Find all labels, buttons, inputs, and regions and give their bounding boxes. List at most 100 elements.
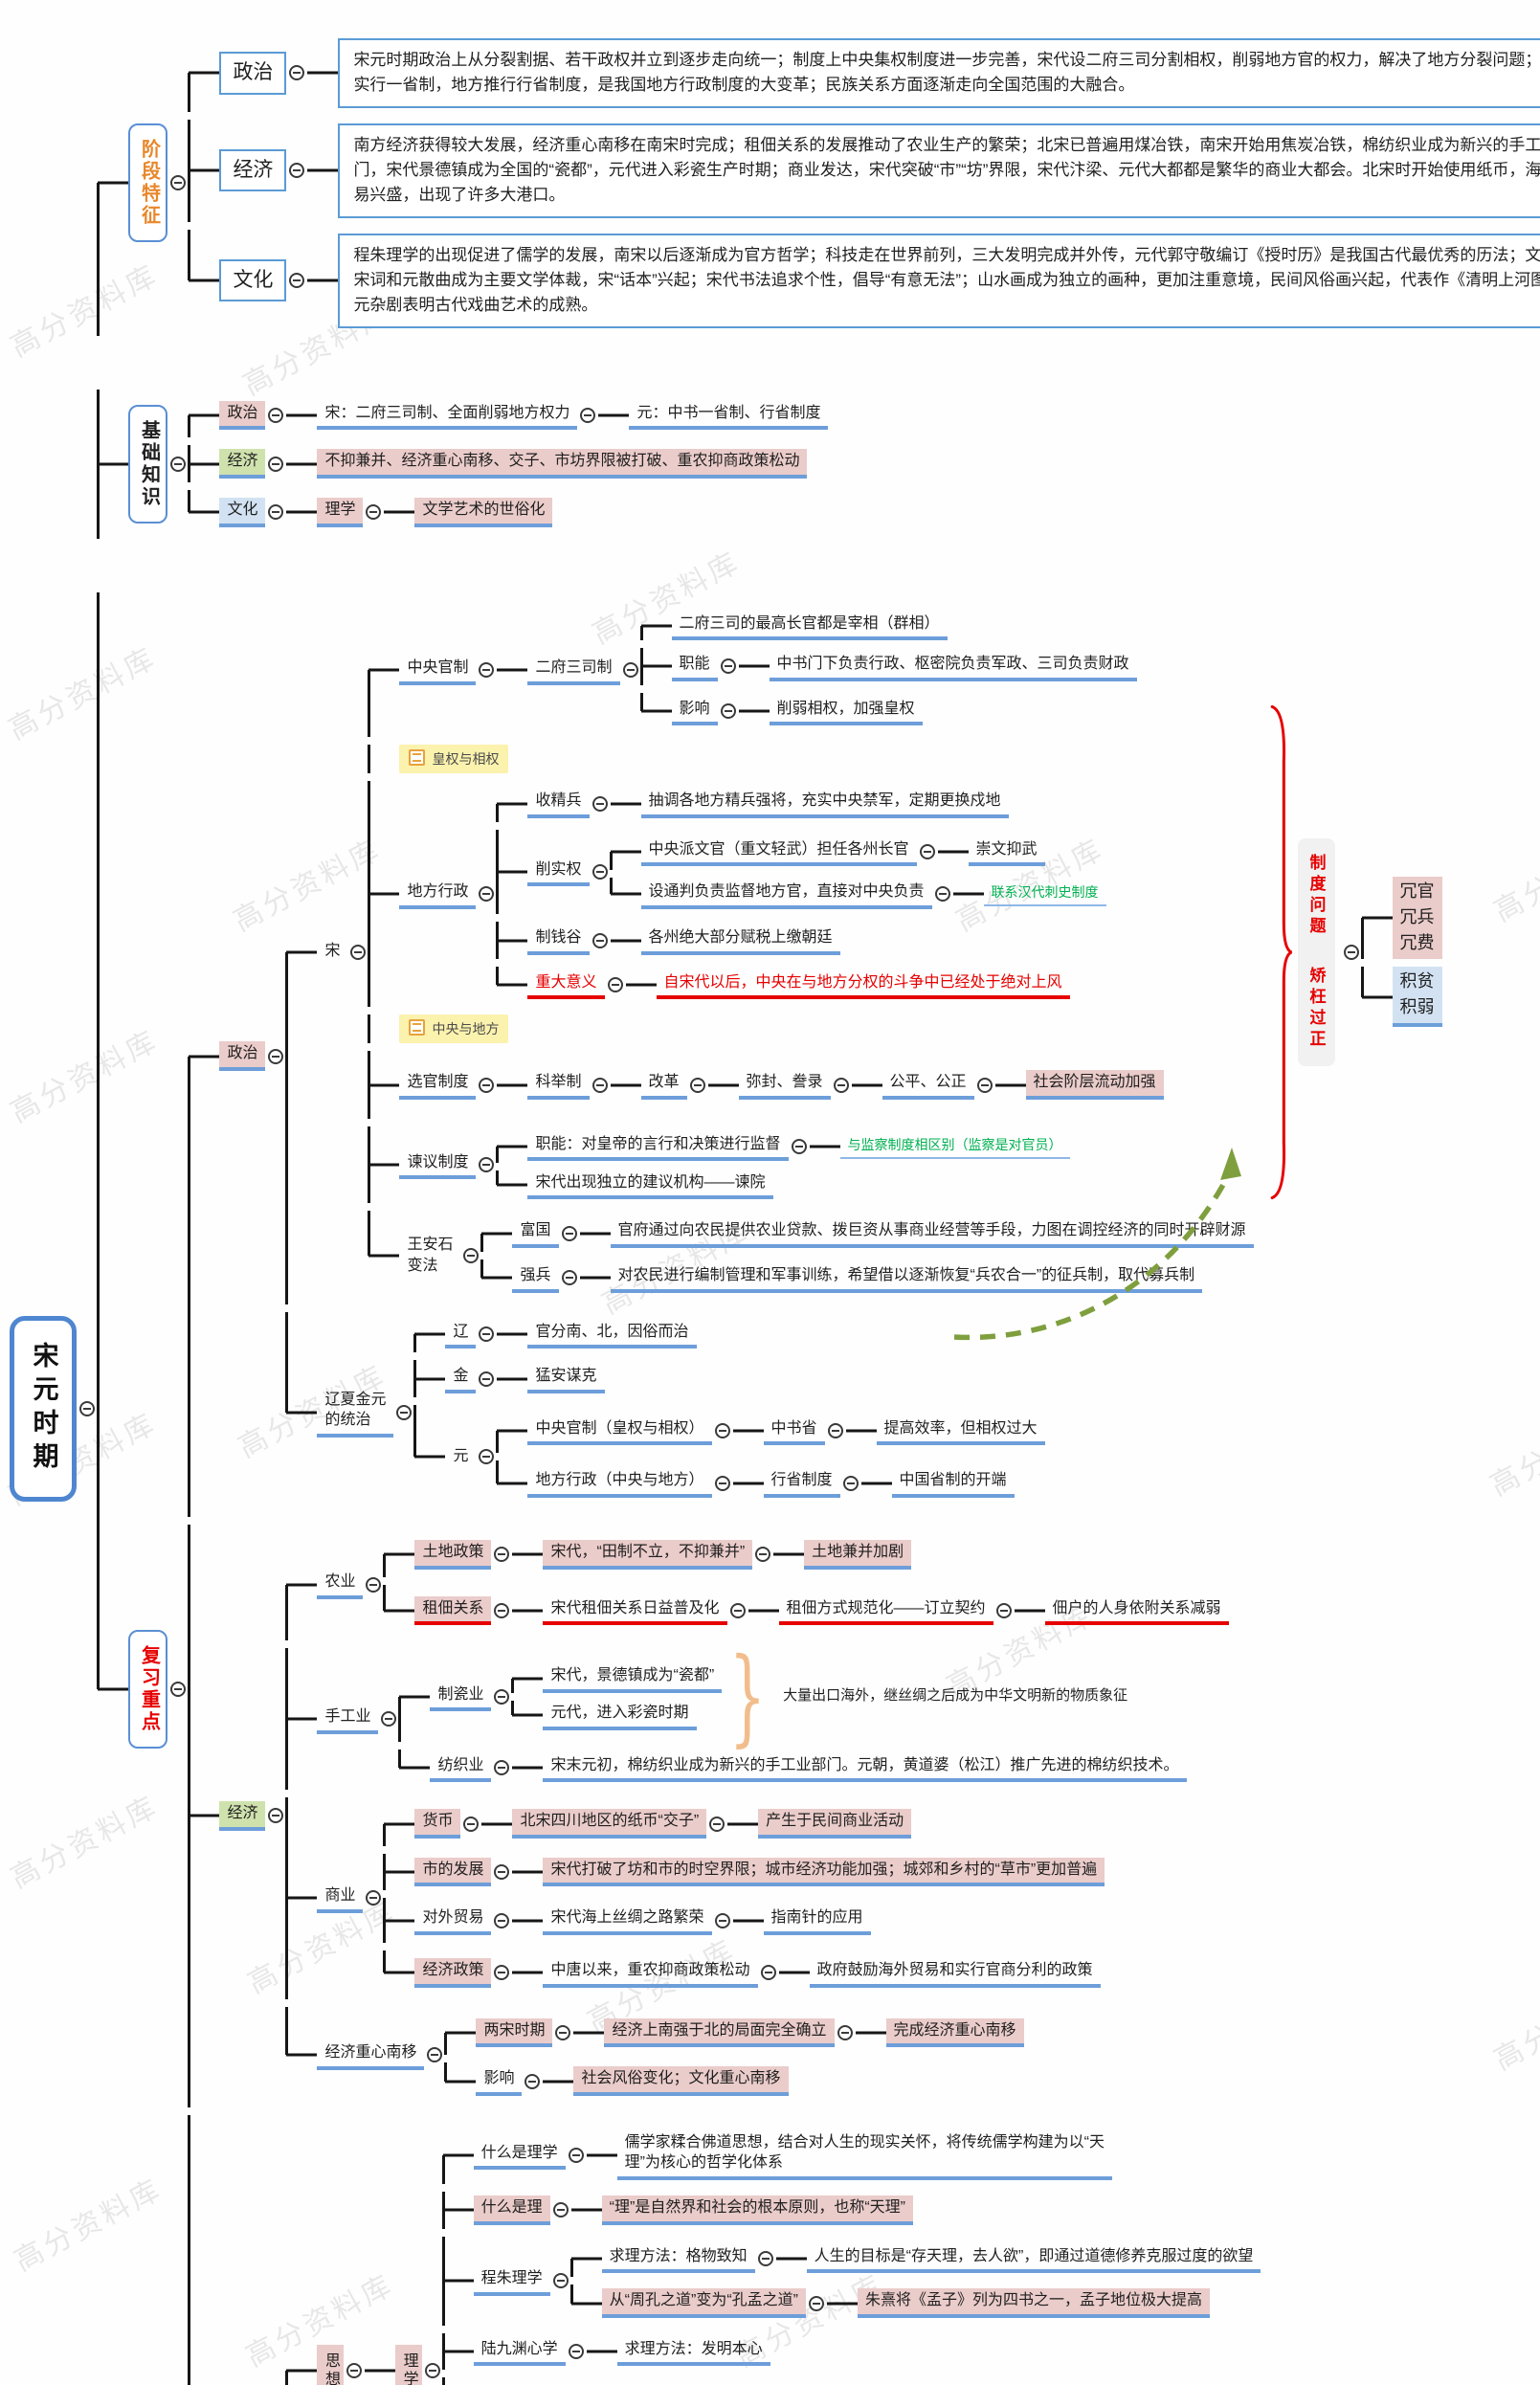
children-group: 提高效率，但相权过大	[846, 1413, 1045, 1450]
tree-node: 手工业制瓷业宋代，景德镇成为“瓷都”元代，进入彩瓷时期}大量出口海外，继丝绸之后…	[285, 1643, 1228, 1791]
connector-dot	[268, 408, 284, 424]
tree-node: 商业货币北宋四川地区的纸币“交子”产生于民间商业活动市的发展宋代打破了坊和市的时…	[285, 1797, 1228, 2000]
connector-dot	[760, 1965, 776, 1981]
tree-node: 对外贸易宋代海上丝绸之路繁荣指南针的应用	[383, 1898, 1105, 1943]
children-group: 中央官制二府三司制二府三司的最高长官都是宰相（群相）职能中书门下负责行政、枢密院…	[368, 600, 1254, 1304]
tree-node: 积贫 积弱	[1360, 967, 1442, 1028]
tree-node: 佃户的人身依附关系减弱	[1015, 1596, 1229, 1626]
basic-politics: 政治	[219, 400, 266, 431]
children-group: 收精兵抽调各地方精兵强将，充实中央禁军，定期更换戍地削实权中央派文官（重文轻武）…	[496, 781, 1106, 1007]
connector-dot	[346, 2362, 363, 2378]
node-label: 科举制	[527, 1070, 590, 1100]
node-label: 产生于民间商业活动	[758, 1809, 912, 1839]
node-root: 宋元时期	[10, 1315, 78, 1502]
children-group: 各州绝大部分赋税上缴朝廷	[611, 922, 840, 959]
node-label: 行省制度	[763, 1468, 840, 1498]
children-group: 北宋四川地区的纸币“交子”产生于民间商业活动	[481, 1801, 912, 1846]
connector-dot	[170, 1681, 187, 1697]
connector-dot	[494, 1965, 510, 1981]
connector-dot	[463, 1816, 480, 1832]
connector-dot	[755, 1547, 771, 1563]
node-label: 选官制度	[399, 1070, 477, 1100]
connector-dot	[580, 408, 596, 424]
tree-node: 削实权中央派文官（重文轻武）担任各州长官崇文抑武设通判负责监督地方官，直接对中央…	[496, 829, 1106, 915]
tree-node: 纺织业宋末元初，棉纺织业成为新兴的手工业部门。元朝，黄道婆（松江）推广先进的棉纺…	[398, 1749, 1187, 1787]
connector-dot	[479, 1157, 495, 1173]
children-group: 自宋代以后，中央在与地方分权的斗争中已经处于绝对上风	[626, 967, 1070, 1004]
children-group: 宋：二府三司制、全面削弱地方权力元：中书一省制、行省制度	[286, 393, 829, 438]
tree-node: 崇文抑武	[938, 837, 1045, 867]
red-brace-icon	[1270, 704, 1292, 1199]
note-imperial-vs-chancellor-row: 皇权与相权	[368, 745, 1253, 774]
connector-dot	[720, 703, 736, 720]
tree-node: 提高效率，但相权过大	[846, 1416, 1045, 1446]
connector-dot	[170, 175, 187, 191]
tree-node: 中央官制（皇权与相权）中书省提高效率，但相权过大	[496, 1409, 1045, 1454]
brace-note: 大量出口海外，继丝绸之后成为中华文明新的物质象征	[783, 1687, 1128, 1705]
connector-dot	[494, 1688, 510, 1705]
tree-node: 不抑兼并、经济重心南移、交子、市坊界限被打破、重农抑商政策松动	[286, 449, 808, 479]
connector-dot	[350, 944, 367, 960]
connector-dot	[995, 1602, 1012, 1618]
tree-node: 中书门下负责行政、枢密院负责军政、三司负责财政	[739, 652, 1137, 681]
children-group: 不抑兼并、经济重心南移、交子、市坊界限被打破、重农抑商政策松动	[286, 445, 808, 482]
tree-node: 租佃关系宋代租佃关系日益普及化租佃方式规范化——订立契约佃户的人身依附关系减弱	[383, 1584, 1229, 1638]
children-group: 社会阶层流动加强	[995, 1066, 1164, 1103]
connector-dot	[366, 504, 382, 521]
connector-dot	[170, 456, 187, 472]
tree-node: 公平、公正社会阶层流动加强	[852, 1066, 1164, 1103]
children-group: 土地兼并加剧	[773, 1536, 912, 1573]
node-label: 理学	[395, 2344, 422, 2385]
node-label: 元代，进入彩瓷时期	[543, 1701, 697, 1730]
basic-culture: 文化	[219, 497, 266, 527]
tree-node: 经济上南强于北的局面完全确立完成经济重心南移	[573, 2015, 1024, 2052]
tree-node: 中国省制的开端	[861, 1468, 1015, 1498]
connector-dot	[289, 65, 305, 81]
node-label: 改革	[640, 1070, 687, 1100]
node-label: 市的发展	[414, 1857, 492, 1887]
tree-node: 宋代，景德镇成为“瓷都”	[511, 1663, 723, 1693]
connector-dot	[827, 1423, 843, 1439]
tree-node: 租佃方式规范化——订立契约佃户的人身依附关系减弱	[748, 1593, 1229, 1630]
children-group: 联系汉代刺史制度	[953, 878, 1106, 910]
connector-dot	[268, 1048, 284, 1064]
children-group: 完成经济重心南移	[856, 2015, 1024, 2052]
tree-node: 宋代出现独立的建议机构——谏院	[496, 1170, 1069, 1200]
note-central-vs-local-row: 中央与地方	[368, 1014, 1253, 1044]
node-root-row: 宋元时期 阶段特征政治宋元时期政治上从分裂割据、若干政权并立到逐步走向统一；制度上…	[10, 4, 1540, 2385]
tree-node: 世俗化：理学将儒家倡导的伦理道德落实于日常的行为利：提升大众的道德修养，规范社会…	[521, 2381, 1277, 2385]
tree-node: 辽官分南、北，因俗而治	[413, 1316, 1044, 1353]
children-group: 政治宋元时期政治上从分裂割据、若干政权并立到逐步走向统一；制度上中央集权制度进一…	[188, 31, 1540, 336]
node-label: 联系汉代刺史制度	[983, 881, 1106, 907]
children-group: 科举制改革弥封、誊录公平、公正社会阶层流动加强	[497, 1051, 1164, 1119]
node-label: 宋代，“田制不立，不抑兼并”	[543, 1540, 753, 1570]
branch-stage-features-row: 阶段特征政治宋元时期政治上从分裂割据、若干政权并立到逐步走向统一；制度上中央集权…	[97, 31, 1540, 336]
node-label: 宋末元初，棉纺织业成为新兴的手工业部门。元朝，黄道婆（松江）推广先进的棉纺织技术…	[543, 1753, 1187, 1783]
tree-node: 对农民进行编制管理和军事训练，希望借以逐渐恢复“兵农合一”的征兵制，取代募兵制	[580, 1263, 1203, 1293]
node-label: 人生的目标是“存天理，去人欲”，即通过道德修养克服过度的欲望	[806, 2244, 1261, 2274]
tree-node: 二府三司的最高长官都是宰相（群相）	[639, 612, 1137, 641]
node-label: 公平、公正	[882, 1070, 974, 1100]
node-label: 辽夏金元 的统治	[317, 1388, 394, 1438]
connector-dot	[424, 2362, 440, 2378]
children-group: 宋代，“田制不立，不抑兼并” 土地兼并加剧	[512, 1532, 912, 1577]
stage-culture-row: 文化程朱理学的出现促进了儒学的发展，南宋以后逐渐成为官方哲学；科技走在世界前列，…	[188, 229, 1540, 332]
tree-node: 宋：二府三司制、全面削弱地方权力元：中书一省制、行省制度	[286, 397, 829, 435]
tree-node: 地方行政（中央与地方）行省制度中国省制的开端	[496, 1460, 1044, 1505]
tree-node: 文学艺术的世俗化	[384, 497, 553, 527]
tree-node: 收精兵抽调各地方精兵强将，充实中央禁军，定期更换戍地	[496, 785, 1105, 822]
node-label: 什么是理学	[473, 2141, 566, 2171]
tree-node: 人生的目标是“存天理，去人欲”，即通过道德修养克服过度的欲望	[776, 2244, 1261, 2274]
connector-dot	[494, 1864, 510, 1881]
node-label: 佃户的人身依附关系减弱	[1044, 1596, 1229, 1626]
tree-node: 思想理学什么是理学儒学家糅合佛道思想，结合对人生的现实关怀，将传统儒学构建为以“…	[285, 2119, 1296, 2385]
tree-node: 中央官制二府三司制二府三司的最高长官都是宰相（群相）职能中书门下负责行政、枢密院…	[368, 604, 1253, 738]
children-group: 求理方法：发明本心	[587, 2333, 770, 2371]
tree-node: 职能：对皇帝的言行和决策进行监督与监察制度相区别（监察是对官员）	[496, 1130, 1070, 1163]
connector-dot	[808, 2295, 824, 2311]
node-label: 辽	[445, 1320, 477, 1349]
basic-economy-row: 经济不抑兼并、经济重心南移、交子、市坊界限被打破、重农抑商政策松动	[188, 445, 828, 482]
children-group: 中央派文官（重文轻武）担任各州长官崇文抑武设通判负责监督地方官，直接对中央负责联…	[609, 830, 1106, 914]
node-label: 社会风俗变化；文化重心南移	[573, 2066, 789, 2096]
